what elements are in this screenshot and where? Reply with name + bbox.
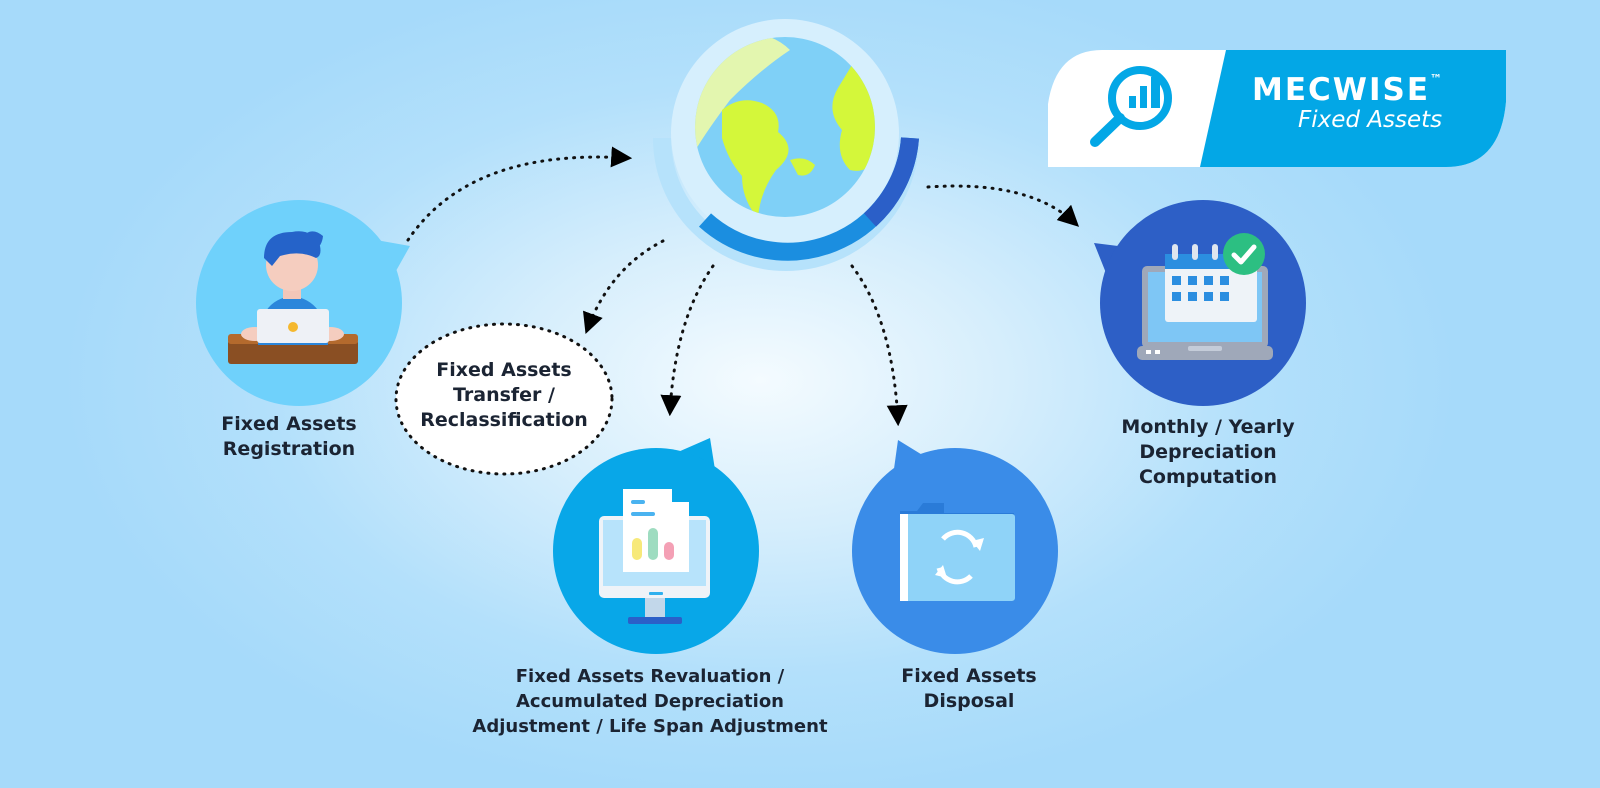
transfer-bubble xyxy=(394,322,614,476)
arrow-registration-to-hub xyxy=(406,146,633,242)
laptop-calendar-check-icon xyxy=(1137,233,1273,360)
revaluation-label: Fixed Assets Revaluation / Accumulated D… xyxy=(440,664,860,739)
depreciation-label-line2: Depreciation xyxy=(1139,441,1277,463)
folder-sync-icon xyxy=(900,503,1015,601)
transfer-label-line1: Fixed Assets xyxy=(436,359,572,381)
disposal-label-line2: Disposal xyxy=(923,690,1015,712)
depreciation-label: Monthly / Yearly Depreciation Computatio… xyxy=(1103,415,1313,490)
transfer-label: Fixed Assets Transfer / Reclassification xyxy=(414,358,594,433)
registration-label-line2: Registration xyxy=(222,438,356,460)
magnifier-chart-icon xyxy=(1090,66,1172,147)
registration-label: Fixed Assets Registration xyxy=(199,412,379,462)
arrow-hub-to-revaluation xyxy=(660,264,715,417)
revaluation-label-line3: Adjustment / Life Span Adjustment xyxy=(472,716,828,737)
trademark-mark: ™ xyxy=(1430,72,1443,86)
person-laptop-icon xyxy=(228,231,358,364)
depreciation-node xyxy=(1094,200,1306,406)
arrow-hub-to-transfer xyxy=(583,239,665,334)
arrow-hub-to-disposal xyxy=(850,264,908,427)
depreciation-label-line1: Monthly / Yearly xyxy=(1121,416,1295,438)
brand-product: Fixed Assets xyxy=(1298,107,1443,133)
registration-label-line1: Fixed Assets xyxy=(221,413,357,435)
transfer-label-line2: Transfer / xyxy=(453,384,555,406)
disposal-node xyxy=(852,440,1058,654)
disposal-label: Fixed Assets Disposal xyxy=(879,664,1059,714)
brand-name: MECWISE™ xyxy=(1252,72,1443,108)
disposal-label-line1: Fixed Assets xyxy=(901,665,1037,687)
depreciation-label-line3: Computation xyxy=(1138,466,1277,488)
globe-icon xyxy=(653,19,919,271)
registration-node xyxy=(196,200,410,406)
arrow-hub-to-depreciation xyxy=(926,184,1080,227)
revaluation-label-line2: Accumulated Depreciation xyxy=(516,691,784,712)
transfer-label-line3: Reclassification xyxy=(420,409,588,431)
revaluation-node xyxy=(553,438,759,654)
brand-logo xyxy=(1048,50,1506,167)
revaluation-label-line1: Fixed Assets Revaluation / xyxy=(515,666,785,687)
monitor-report-icon xyxy=(599,489,710,624)
